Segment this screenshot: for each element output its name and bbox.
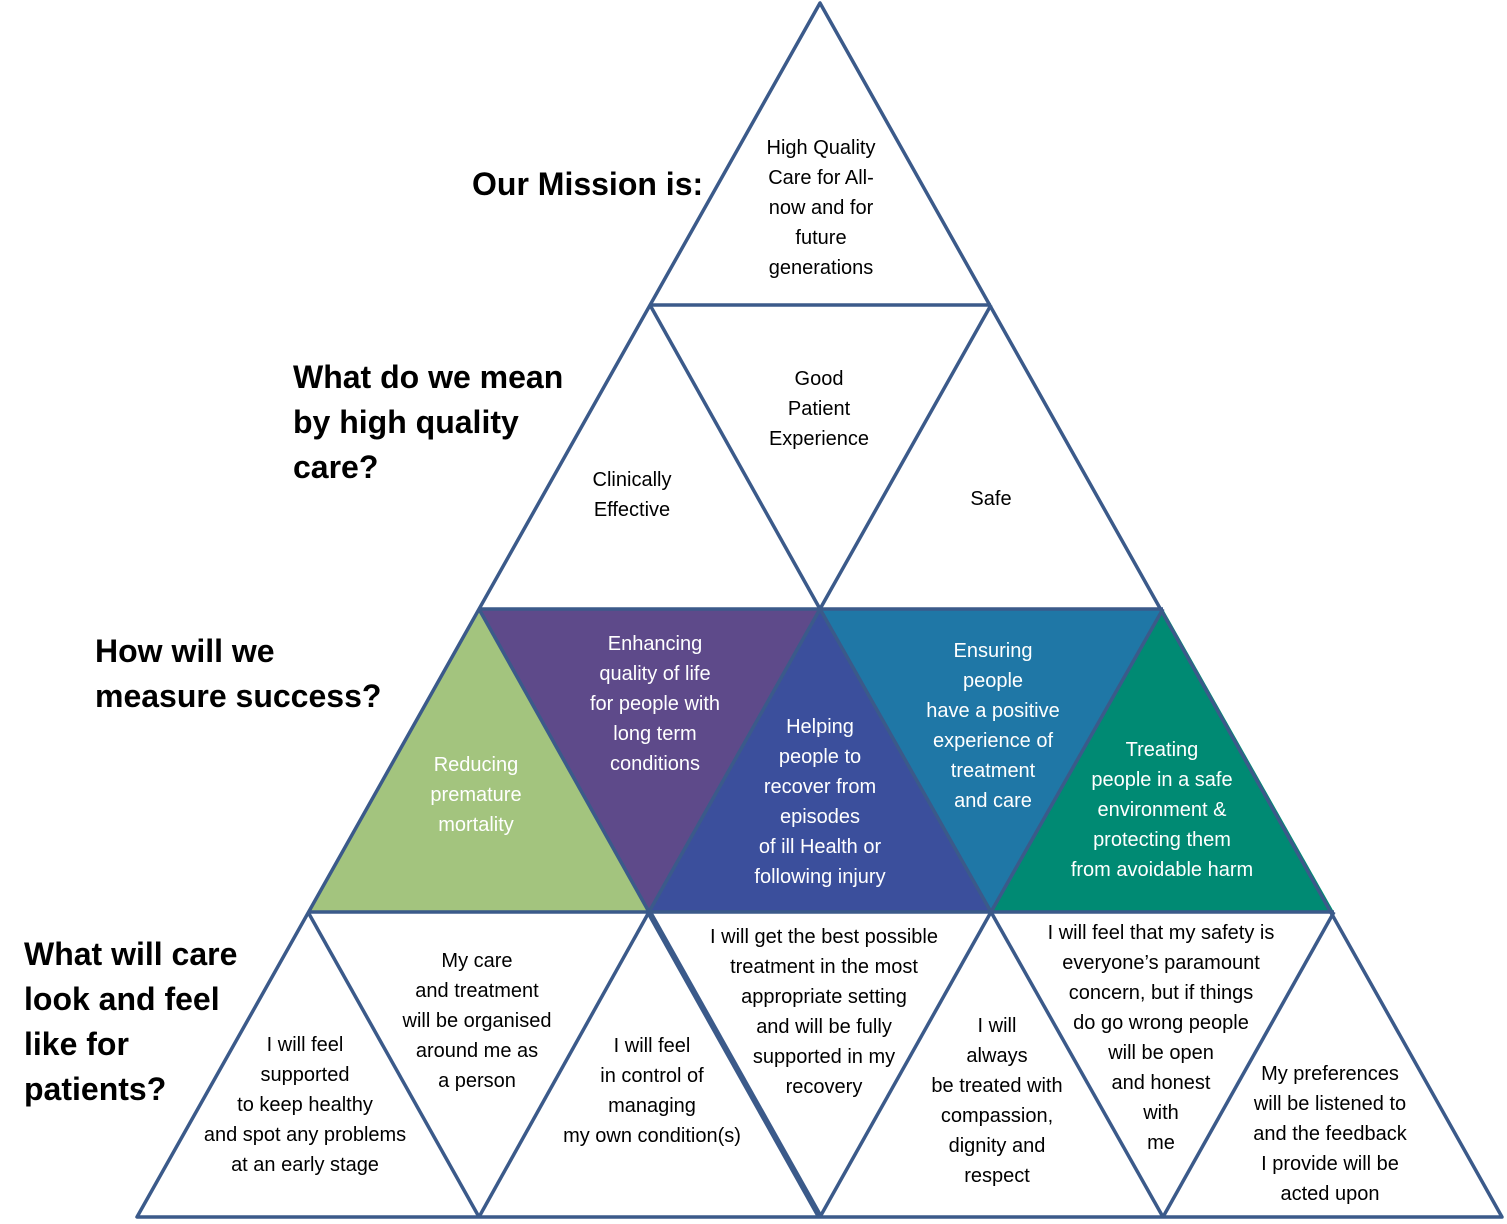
triangle-enhancing-quality [479,609,820,912]
label-feel: What will care look and feel like for pa… [24,936,238,1107]
pyramid-outline [135,1,1504,1219]
cell-organised-around-me: My care and treatment will be organised … [402,950,552,1092]
cell-best-treatment: I will get the best possible treatment i… [710,926,938,1098]
triangle-helping-recover [649,609,991,912]
cell-clinically-effective: Clinically Effective [592,469,672,521]
label-quality: What do we mean by high quality care? [293,359,564,485]
triangle-treating-safe [991,609,1334,912]
cell-supported-healthy: I will feel supported to keep healthy an… [203,1034,407,1176]
cell-positive-experience: Ensuring people have a positive experien… [926,640,1060,812]
cell-enhancing-quality: Enhancing quality of life for people wit… [589,633,721,775]
cell-apex: High Quality Care for All- now and for f… [766,137,876,279]
cell-good-patient-experience: Good Patient Experience [768,368,870,450]
cell-helping-recover: Helping people to recover from episodes … [754,716,886,888]
triangle-reducing-mortality [308,609,649,912]
triangle-positive-experience [820,609,1163,912]
cell-safe: Safe [970,488,1012,510]
cell-reducing-mortality: Reducing premature mortality [430,754,522,836]
cell-treating-safe: Treating people in a safe environment & … [1070,739,1254,881]
label-measure: How will we measure success? [95,633,382,714]
cell-safety-paramount: I will feel that my safety is everyone’s… [1047,922,1275,1154]
cell-compassion: I will always be treated with compassion… [931,1015,1063,1187]
label-mission: Our Mission is: [472,166,704,202]
cell-in-control: I will feel in control of managing my ow… [563,1035,741,1147]
cell-preferences: My preferences will be listened to and t… [1253,1063,1407,1205]
